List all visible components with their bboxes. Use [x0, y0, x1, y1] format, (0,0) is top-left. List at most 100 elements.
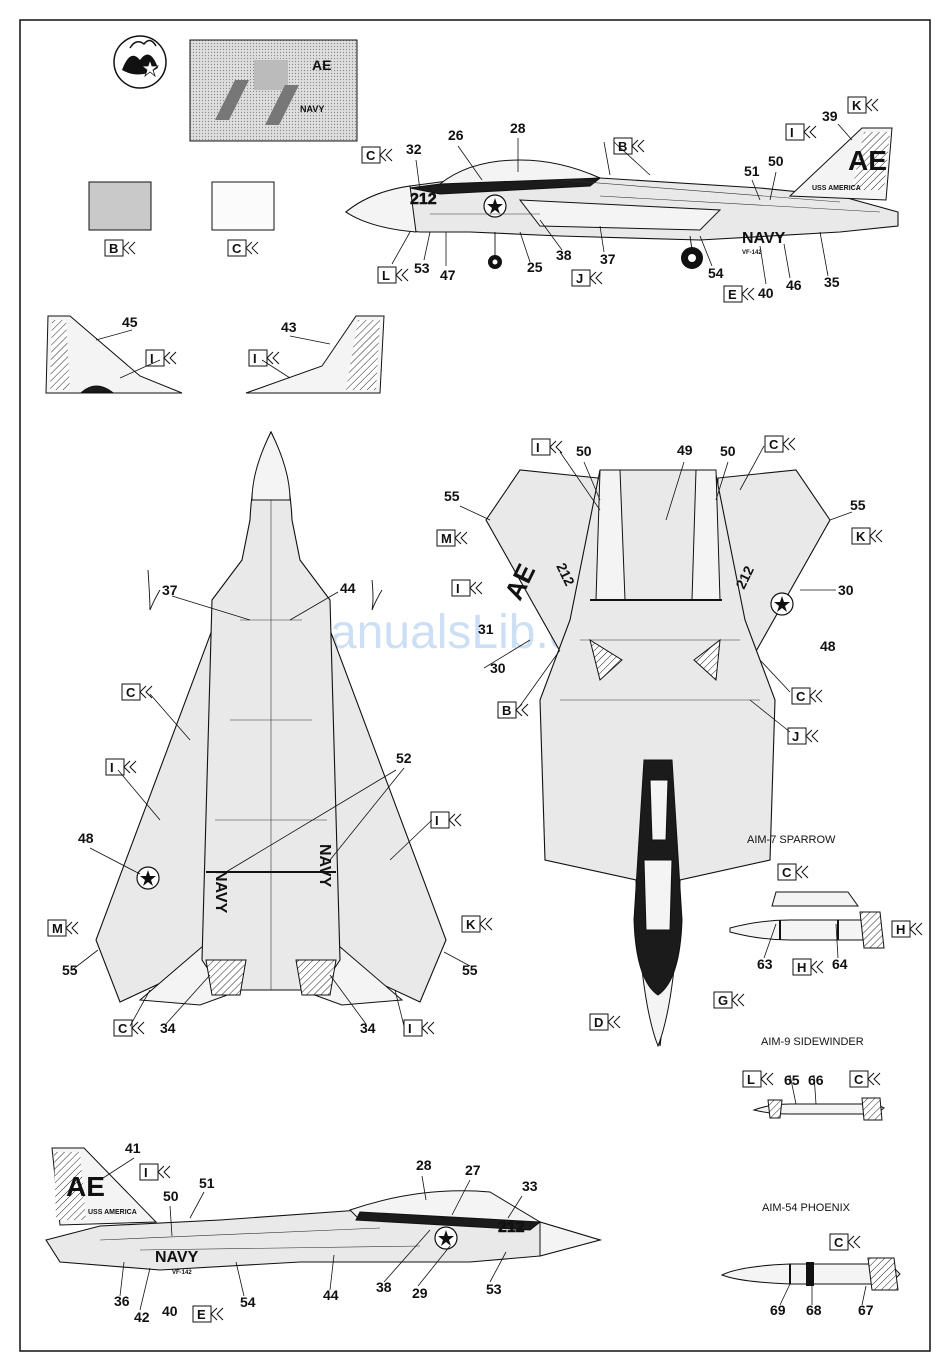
- leader-line: [71, 949, 99, 971]
- profile-right-view: AE USS AMERICA 212 NAVY VF-142: [345, 127, 899, 269]
- decal-tag-t16: C: [791, 687, 823, 705]
- leader-line: [329, 767, 405, 861]
- callout-number: 54: [240, 1294, 256, 1310]
- leader-line: [783, 243, 791, 279]
- decal-tag-letter: I: [253, 351, 257, 366]
- decal-tag-t18: C: [121, 683, 153, 701]
- decal-tag-letter: B: [502, 703, 511, 718]
- leader-line: [715, 461, 729, 501]
- leader-line: [835, 923, 839, 959]
- decal-tag-letter: K: [852, 98, 862, 113]
- decal-tag-letter: M: [441, 531, 452, 546]
- decal-tag-t17: J: [787, 727, 819, 745]
- swatch-b: B: [88, 181, 152, 257]
- decal-tag-letter: D: [594, 1015, 603, 1030]
- decal-tag-t15: B: [497, 701, 529, 719]
- decal-tag-t31: C: [849, 1070, 881, 1088]
- leader-line: [699, 235, 713, 267]
- leader-line: [189, 1191, 205, 1219]
- leader-line: [583, 461, 601, 501]
- callout-number: 41: [125, 1140, 141, 1156]
- callout-number: 25: [527, 259, 543, 275]
- callout-number: 51: [744, 163, 760, 179]
- decal-tag-t3: K: [847, 96, 879, 114]
- svg-text:VF-142: VF-142: [172, 1270, 192, 1276]
- leader-line: [837, 123, 853, 141]
- leader-line: [769, 171, 777, 201]
- svg-text:C: C: [232, 241, 242, 256]
- leader-line: [789, 1074, 797, 1105]
- callout-number: 52: [396, 750, 412, 766]
- callout-number: 31: [478, 621, 494, 637]
- decal-tag-letter: C: [366, 148, 376, 163]
- decal-sheet-thumbnail: AE NAVY: [189, 39, 358, 142]
- callout-number: 67: [858, 1302, 874, 1318]
- decal-tag-t10: I: [531, 438, 563, 456]
- leader-line: [415, 159, 421, 191]
- leader-line: [759, 659, 791, 693]
- callout-number: 44: [340, 580, 356, 596]
- leader-line: [519, 649, 561, 707]
- svg-text:NAVY: NAVY: [155, 1249, 199, 1266]
- callout-number: 35: [824, 274, 840, 290]
- svg-text:212: 212: [498, 1219, 525, 1236]
- callout-number: 55: [850, 497, 866, 513]
- leader-line: [451, 1179, 471, 1216]
- callout-number: 50: [576, 443, 592, 459]
- decal-tag-t2: B: [613, 137, 645, 155]
- leader-line: [559, 451, 601, 511]
- decal-tag-t23: C: [113, 1019, 145, 1037]
- callout-number: 33: [522, 1178, 538, 1194]
- leader-line: [489, 1251, 507, 1283]
- leader-line: [421, 1175, 427, 1201]
- callout-number: 44: [323, 1287, 339, 1303]
- swatch-b-tag: B: [104, 239, 136, 257]
- leader-line: [443, 951, 471, 967]
- decal-tag-letter: M: [52, 921, 63, 936]
- decal-tag-t25: C: [777, 863, 809, 881]
- aim-54-phoenix: AIM-54 PHOENIX: [720, 1202, 901, 1291]
- decal-tag-letter: L: [747, 1072, 755, 1087]
- decal-tag-letter: K: [466, 917, 476, 932]
- svg-text:NAVY: NAVY: [212, 870, 229, 914]
- decal-tag-t9: I: [248, 349, 280, 367]
- leader-line: [169, 1205, 173, 1237]
- leader-line: [819, 231, 829, 277]
- decal-tag-letter: L: [382, 268, 390, 283]
- callout-number: 55: [444, 488, 460, 504]
- decal-tag-t24: I: [403, 1019, 435, 1037]
- svg-text:USS AMERICA: USS AMERICA: [812, 185, 861, 192]
- leader-line: [389, 819, 433, 861]
- decal-tag-letter: I: [110, 760, 114, 775]
- decal-tag-letter: C: [126, 685, 136, 700]
- leader-line: [417, 1245, 451, 1287]
- aim-7-sparrow: AIM-7 SPARROW: [729, 834, 885, 949]
- svg-text:NAVY: NAVY: [316, 844, 333, 888]
- leader-line: [763, 923, 777, 959]
- decal-tag-letter: C: [118, 1021, 128, 1036]
- leader-line: [139, 1267, 151, 1311]
- leader-line: [665, 461, 685, 521]
- callout-number: 34: [360, 1020, 376, 1036]
- leader-line: [749, 699, 791, 733]
- leader-line: [119, 1261, 125, 1297]
- callout-number: 36: [114, 1293, 130, 1309]
- callout-number: 26: [448, 127, 464, 143]
- svg-text:VF-142: VF-142: [742, 250, 762, 256]
- decal-tag-t26: H: [891, 920, 923, 938]
- leader-line: [394, 989, 405, 1027]
- decal-tag-t13: K: [851, 527, 883, 545]
- callout-number: 38: [376, 1279, 392, 1295]
- leader-line: [483, 639, 531, 669]
- leader-line: [759, 245, 767, 285]
- leader-line: [289, 335, 331, 345]
- decal-tag-letter: H: [896, 922, 905, 937]
- leader-line: [457, 145, 483, 181]
- leader-line: [423, 231, 431, 261]
- callout-number: 40: [162, 1303, 178, 1319]
- svg-text:AE: AE: [848, 145, 887, 176]
- decal-tag-letter: I: [408, 1021, 412, 1036]
- decal-tag-t5: L: [377, 266, 409, 284]
- leader-line: [519, 231, 531, 263]
- decal-tag-t32: C: [829, 1233, 861, 1251]
